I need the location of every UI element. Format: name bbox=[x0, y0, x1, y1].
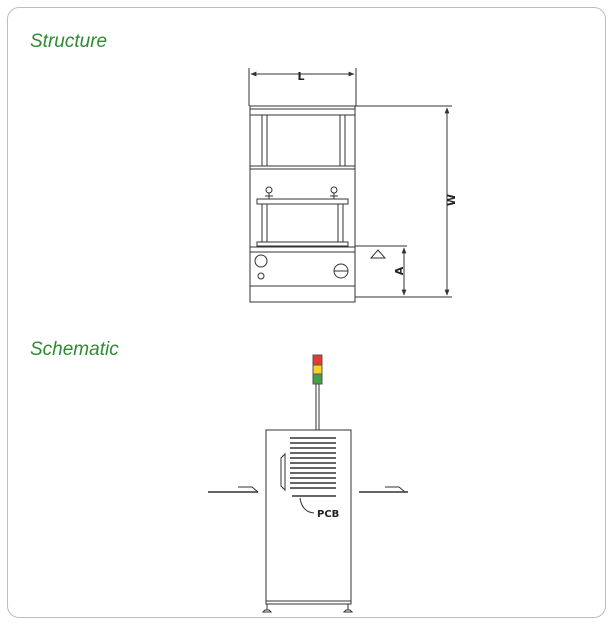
schematic-cabinet bbox=[265, 429, 352, 605]
width-label: W bbox=[445, 194, 458, 206]
control-knob bbox=[254, 254, 268, 268]
lower-rail bbox=[256, 241, 349, 247]
pcb-label: PCB bbox=[317, 509, 339, 520]
length-dimension bbox=[248, 68, 357, 106]
signal-light-red bbox=[312, 354, 323, 366]
schematic-drawing bbox=[208, 354, 408, 613]
lower-columns bbox=[261, 204, 344, 242]
clamp-knob-right bbox=[330, 186, 338, 199]
schematic-heading: Schematic bbox=[30, 339, 119, 360]
top-plate bbox=[249, 105, 356, 116]
signal-light-yellow bbox=[312, 364, 323, 375]
indicator-light bbox=[257, 272, 265, 280]
pcb-leader bbox=[299, 497, 315, 514]
signal-tower bbox=[312, 354, 323, 430]
structure-heading: Structure bbox=[30, 31, 108, 52]
structure-drawing bbox=[248, 68, 452, 303]
clamp-knob-left bbox=[265, 186, 273, 199]
conveyor-in bbox=[208, 486, 259, 493]
datum-triangle bbox=[369, 249, 387, 259]
height-label: A bbox=[393, 266, 406, 275]
height-dimension bbox=[355, 245, 407, 296]
width-dimension bbox=[355, 105, 452, 298]
signal-light-green bbox=[312, 373, 323, 385]
cabinet-feet bbox=[261, 604, 354, 613]
conveyor-rail bbox=[256, 198, 349, 205]
conveyor-out bbox=[359, 486, 408, 493]
base-cabinet bbox=[249, 246, 356, 303]
upper-columns bbox=[261, 115, 346, 166]
length-label: L bbox=[297, 70, 304, 83]
door-handle bbox=[280, 452, 286, 492]
vent-grille bbox=[290, 437, 336, 489]
